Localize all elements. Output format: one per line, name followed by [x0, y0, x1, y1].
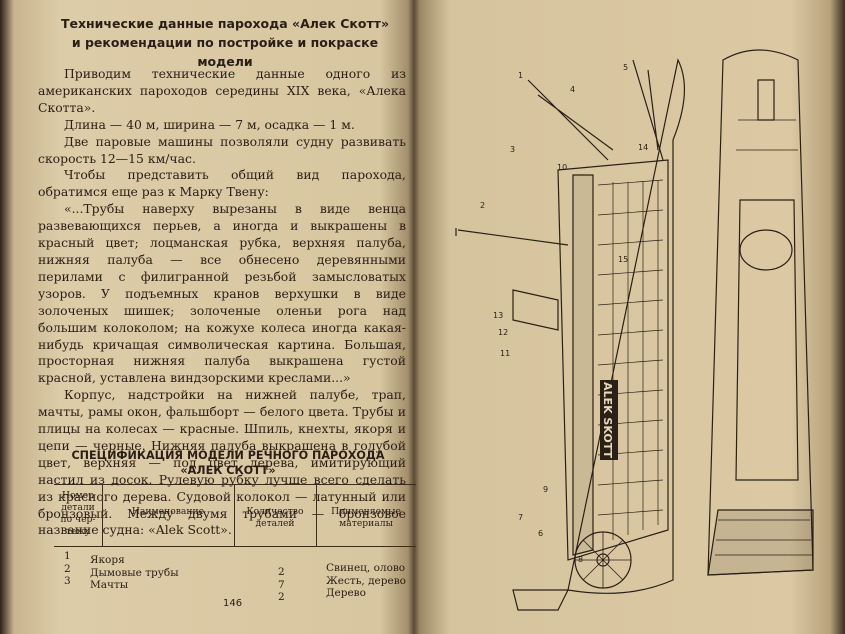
header-text: тежу — [65, 526, 91, 537]
header-text: Применяемые — [331, 506, 401, 517]
table-divider — [234, 484, 235, 546]
plan-wheel-house — [739, 229, 793, 271]
right-page: ALEK SKOTT 1 2 3 4 5 6 7 8 9 — [418, 0, 838, 634]
name-plate: ALEK SKOTT — [600, 380, 618, 460]
name-plate-text: ALEK SKOTT — [601, 382, 614, 458]
header-text: по чер- — [60, 514, 96, 525]
callout-label: 11 — [500, 349, 510, 358]
header-name: Наименование — [131, 506, 205, 517]
spec-title-line-1: СПЕЦИФИКАЦИЯ МОДЕЛИ РЕЧНОГО ПАРОХОДА — [71, 449, 385, 462]
plan-stern — [707, 509, 814, 576]
callout-label: 15 — [618, 255, 628, 264]
spec-table: Номер детали по чер- тежу Наименование К… — [54, 484, 416, 606]
table-cell: Мачты — [90, 579, 129, 591]
table-cell: Свинец, олово — [326, 562, 406, 574]
paragraph: Чтобы представить общий вид парохода, об… — [38, 167, 406, 200]
callout-label: 2 — [480, 201, 485, 210]
callout-label: 10 — [557, 163, 567, 172]
callout-label: 12 — [498, 328, 508, 337]
table-rule — [54, 484, 416, 485]
page-number: 146 — [223, 598, 243, 609]
callouts: 1 2 3 4 5 6 7 8 9 10 11 12 13 14 15 — [480, 63, 648, 564]
callout-label: 8 — [578, 555, 583, 564]
page-heading: Технические данные парохода «Алек Скотт»… — [50, 14, 400, 71]
deck-house — [557, 159, 669, 561]
header-text: Количество — [246, 506, 304, 517]
callout-label: 6 — [538, 529, 543, 538]
paragraph: Длина — 40 м, ширина — 7 м, осадка — 1 м… — [64, 116, 355, 132]
header-quantity: Количество деталей — [234, 506, 316, 530]
crane-boom — [455, 228, 569, 246]
left-page: Технические данные парохода «Алек Скотт»… — [18, 0, 416, 634]
callout-label: 14 — [638, 143, 648, 152]
callout-label: 3 — [510, 145, 515, 154]
header-text: детали — [61, 502, 95, 513]
header-text: деталей — [255, 518, 295, 529]
plan-view — [707, 49, 814, 576]
windows — [597, 179, 664, 540]
heading-line-2: и рекомендации по постройке и покраске м… — [71, 35, 379, 69]
callout-label: 1 — [518, 71, 523, 80]
table-cell: 7 — [278, 578, 285, 591]
quote-paragraph: «...Трубы наверху вырезаны в виде венца … — [38, 201, 406, 386]
quantity-column: 2 7 2 — [278, 566, 308, 604]
bow-section — [512, 589, 569, 611]
header-materials: Применяемые материалы — [316, 506, 416, 530]
callout-label: 5 — [623, 63, 628, 72]
table-cell: Жесть, дерево — [326, 574, 406, 587]
pilothouse — [512, 289, 559, 331]
callout-label: 4 — [570, 85, 575, 94]
table-divider — [316, 484, 317, 546]
callout-label: 13 — [493, 311, 503, 320]
rigging — [632, 59, 664, 161]
table-cell: 3 — [64, 575, 71, 587]
plan-outline — [707, 49, 814, 576]
spec-title: СПЕЦИФИКАЦИЯ МОДЕЛИ РЕЧНОГО ПАРОХОДА «АЛ… — [58, 448, 398, 478]
table-rule — [54, 546, 416, 547]
table-cell: Дерево — [326, 587, 366, 599]
steamboat-drawing: ALEK SKOTT 1 2 3 4 5 6 7 8 9 — [455, 49, 814, 611]
hull-side — [567, 58, 685, 594]
spec-title-line-2: «АЛЕК СКОТТ» — [180, 464, 276, 477]
table-divider — [102, 484, 103, 546]
table-cell: 2 — [278, 566, 285, 578]
materials-column: Свинец, олово Жесть, дерево Дерево — [326, 562, 416, 600]
heading-line-1: Технические данные парохода «Алек Скотт» — [60, 16, 390, 31]
header-text: Номер — [61, 490, 94, 501]
header-number: Номер детали по чер- тежу — [54, 490, 102, 538]
name-column: Якоря Дымовые трубы Мачты — [90, 554, 230, 592]
table-cell: 2 — [278, 591, 285, 603]
superstructure — [572, 174, 594, 556]
paragraph: Две паровые машины позволяли судну разви… — [38, 133, 406, 166]
side-elevation — [455, 58, 685, 611]
header-text: материалы — [339, 518, 393, 529]
callout-label: 9 — [543, 485, 548, 494]
table-cell: 2 — [64, 562, 71, 575]
table-cell: Якоря — [90, 554, 125, 566]
number-column: 1 2 3 — [64, 550, 94, 588]
callout-label: 7 — [518, 513, 523, 522]
table-cell: Дымовые трубы — [90, 566, 179, 579]
paragraph: Приводим технические данные одного из ам… — [38, 66, 406, 115]
plan-deck — [735, 199, 799, 481]
plan-pilothouse — [757, 79, 775, 121]
table-cell: 1 — [64, 550, 71, 562]
body-text: Приводим технические данные одного из ам… — [38, 66, 406, 539]
mast — [527, 79, 614, 161]
paragraph: Корпус, надстройки на нижней палубе, тра… — [38, 387, 406, 538]
